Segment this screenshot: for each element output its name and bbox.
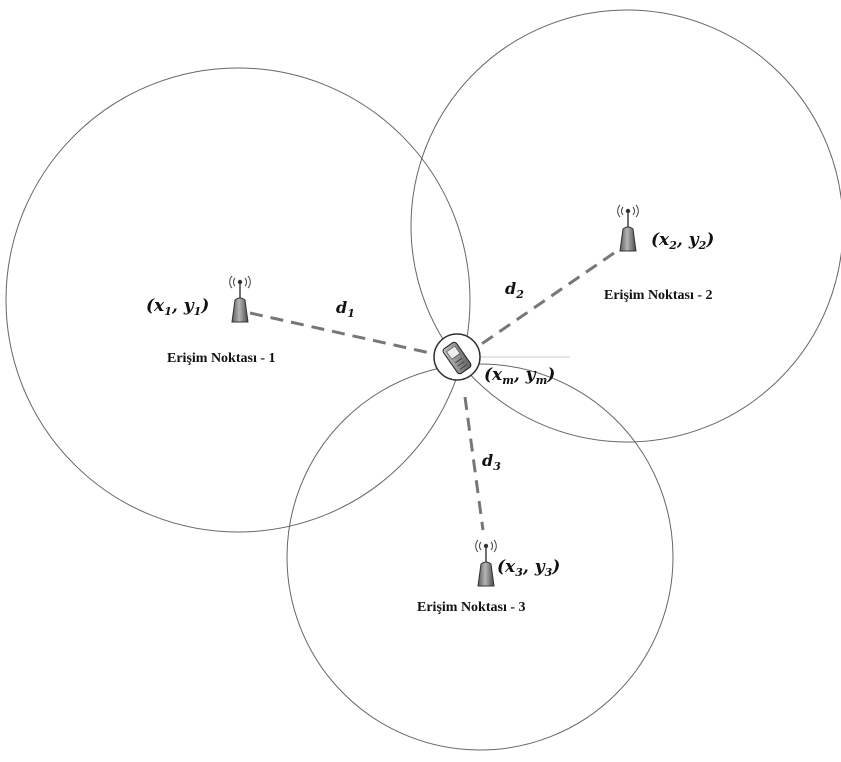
distance-label-1: d1 xyxy=(336,298,355,320)
ap1-label: Erişim Noktası - 1 xyxy=(167,351,276,366)
distance-line-3 xyxy=(463,396,485,531)
mobile-device xyxy=(433,333,570,381)
router-antenna-icon xyxy=(475,539,497,587)
range-circle-3 xyxy=(286,363,674,751)
distance-label-3: d3 xyxy=(482,451,501,473)
ap3-coordinates: (x3, y3) xyxy=(497,557,560,579)
distance-label-2: d2 xyxy=(505,279,524,301)
ap3-label: Erişim Noktası - 3 xyxy=(417,600,526,615)
mobile-phone-icon xyxy=(442,341,472,375)
range-circle-1 xyxy=(5,67,471,533)
ap2-label: Erişim Noktası - 2 xyxy=(604,288,713,303)
distance-line-2 xyxy=(479,251,615,347)
router-antenna-icon xyxy=(617,204,639,252)
distance-line-1 xyxy=(249,311,431,355)
router-antenna-icon xyxy=(229,275,251,323)
mobile-coordinates: (xm, ym) xyxy=(484,365,555,387)
range-circle-2 xyxy=(410,9,841,443)
ap1-coordinates: (x1, y1) xyxy=(146,296,209,318)
ap2-coordinates: (x2, y2) xyxy=(651,230,714,252)
